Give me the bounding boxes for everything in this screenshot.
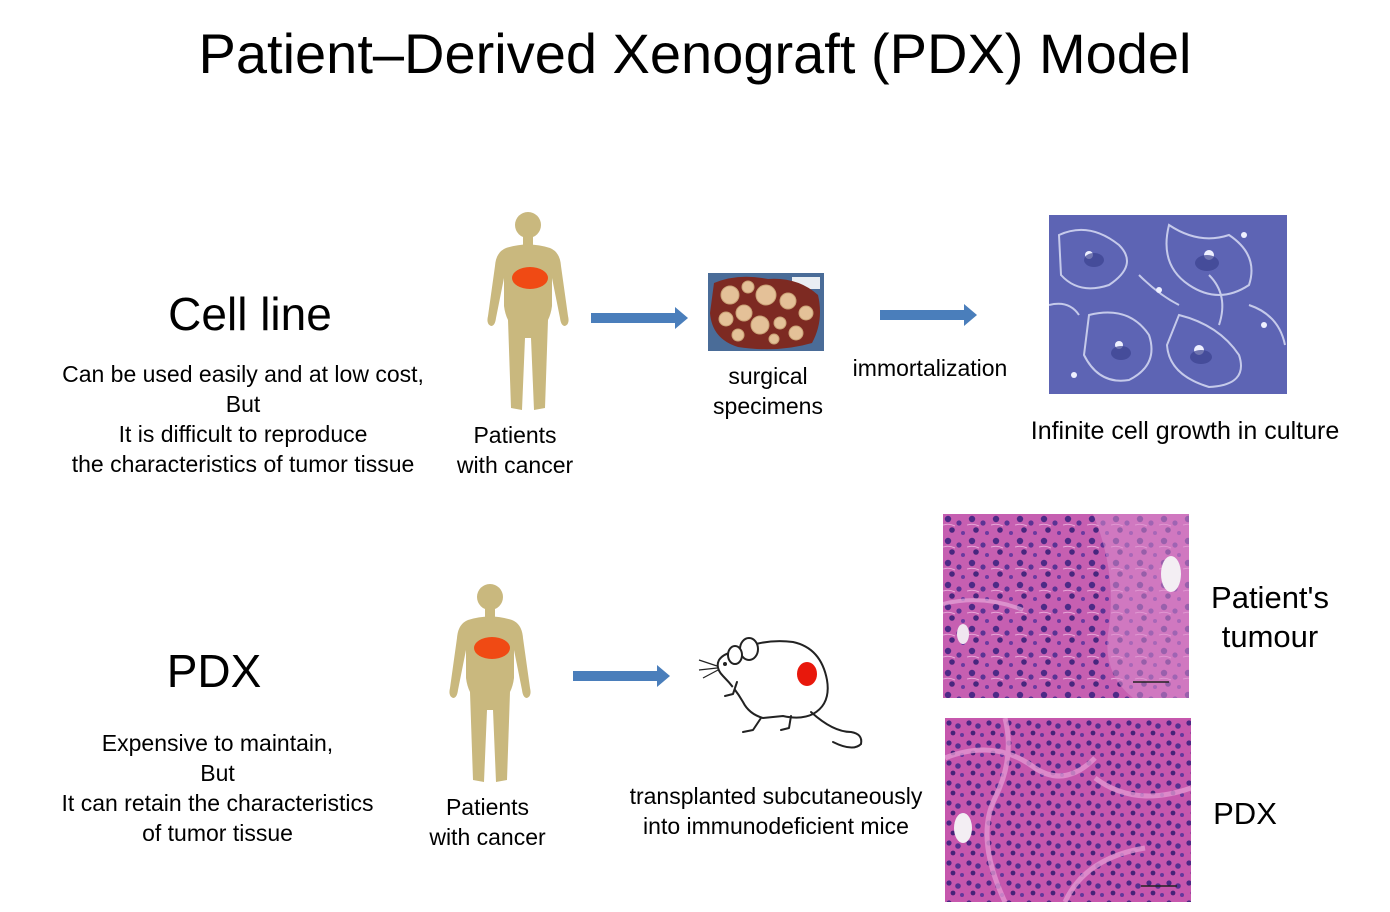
pdx-heading: PDX xyxy=(166,645,262,697)
pdx-desc-line: It can retain the characteristics xyxy=(61,790,374,816)
pdx-side-label: PDX xyxy=(1213,796,1277,831)
pdx-desc-line: of tumor tissue xyxy=(142,820,293,846)
page-title: Patient–Derived Xenograft (PDX) Model xyxy=(198,22,1192,85)
mouse-icon xyxy=(693,632,868,762)
cell-line-desc-line: It is difficult to reproduce xyxy=(118,421,368,447)
cell-line-description: Can be used easily and at low cost, But … xyxy=(28,359,458,479)
arrow-icon xyxy=(591,306,689,335)
patient-tumour-label: Patient's tumour xyxy=(1211,580,1329,654)
patient-label: Patients with cancer xyxy=(429,794,546,850)
arrow-icon xyxy=(573,664,671,693)
arrow-icon xyxy=(880,303,978,332)
pdx-histology-image xyxy=(945,718,1191,902)
patient-label: Patients with cancer xyxy=(456,422,574,478)
surgical-specimen-image xyxy=(708,273,824,351)
pdx-desc-line: Expensive to maintain, xyxy=(101,730,334,756)
pdx-description: Expensive to maintain, But It can retain… xyxy=(20,728,415,848)
patient-tumour-histology-image xyxy=(943,514,1189,698)
pdx-desc-line: But xyxy=(200,760,235,786)
cell-line-desc-line: the characteristics of tumor tissue xyxy=(71,451,415,477)
cell-line-desc-line: Can be used easily and at low cost, xyxy=(62,361,424,387)
cell-culture-image xyxy=(1049,215,1287,394)
patient-body-icon xyxy=(478,208,578,419)
specimen-label: surgical specimens xyxy=(713,363,823,419)
immortalization-label: immortalization xyxy=(852,355,1008,381)
patient-body-icon xyxy=(440,580,540,791)
result-label: Infinite cell growth in culture xyxy=(1030,417,1340,445)
cell-line-desc-line: But xyxy=(225,391,261,417)
transplant-label: transplanted subcutaneously into immunod… xyxy=(629,783,923,839)
cell-line-heading: Cell line xyxy=(168,288,332,340)
